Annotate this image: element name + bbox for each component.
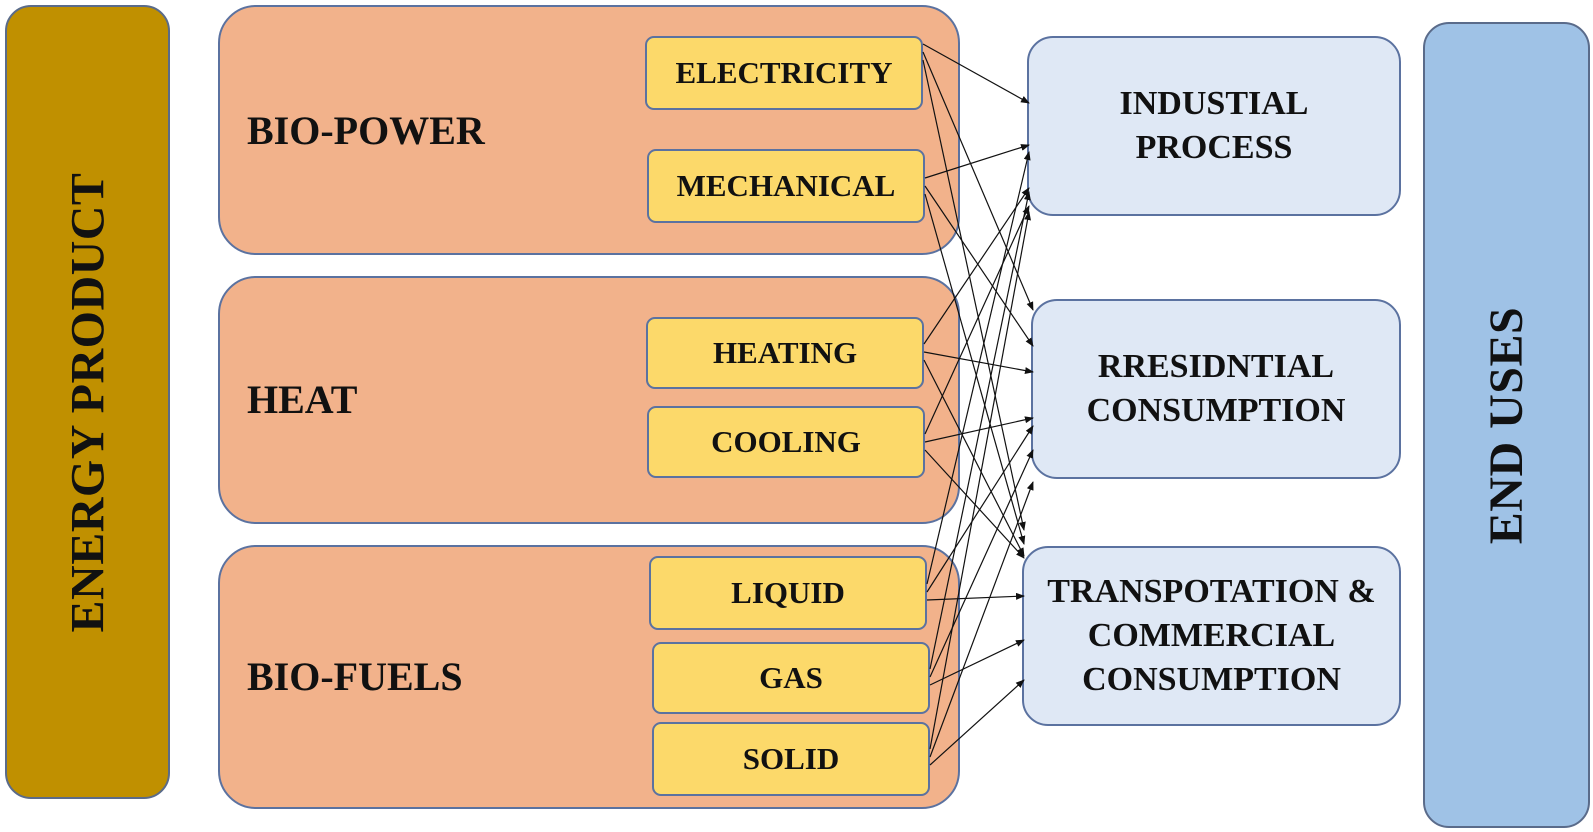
arrow-cooling-to-use-1 [924,205,1030,435]
product-gas: GAS [652,642,930,714]
energy-product-bar: ENERGY PRODUCT [5,5,170,799]
product-mechanical: MECHANICAL [647,149,925,223]
arrow-heating-to-use-1 [923,187,1030,345]
arrow-solid-to-use-2 [929,481,1034,758]
group-title-bio-power: BIO-POWER [247,108,485,153]
arrow-solid-to-use-3 [929,679,1025,766]
end-use-transportation-commercial: TRANSPOTATION & COMMERCIAL CONSUMPTION [1022,546,1401,726]
end-use-transportation-label: TRANSPOTATION & COMMERCIAL CONSUMPTION [1047,573,1376,698]
arrow-electricity-to-use-1 [922,43,1030,104]
group-title-heat: HEAT [247,377,358,422]
arrow-gas-to-use-1 [929,191,1031,670]
arrow-liquid-to-use-2 [926,425,1034,593]
arrow-liquid-to-use-1 [926,151,1031,585]
group-title-bio-fuels: BIO-FUELS [247,654,463,699]
arrow-liquid-to-use-3 [926,592,1025,601]
product-liquid: LIQUID [649,556,927,630]
end-use-residential-consumption: RRESIDNTIAL CONSUMPTION [1031,299,1401,479]
arrow-mechanical-to-use-3 [924,193,1026,545]
arrow-electricity-to-use-2 [922,51,1034,311]
arrow-mechanical-to-use-1 [924,144,1030,179]
product-heating: HEATING [646,317,924,389]
product-cooling: COOLING [647,406,925,478]
product-solid: SOLID [652,722,930,796]
end-use-industrial-label: INDUSTIAL PROCESS [1119,85,1309,166]
end-use-industrial-process: INDUSTIAL PROCESS [1027,36,1401,216]
end-use-residential-label: RRESIDNTIAL CONSUMPTION [1086,348,1346,429]
arrow-solid-to-use-1 [929,211,1031,750]
product-electricity: ELECTRICITY [645,36,923,110]
arrow-cooling-to-use-3 [924,449,1025,559]
arrow-gas-to-use-2 [929,449,1034,678]
arrow-heating-to-use-2 [923,351,1034,374]
arrow-electricity-to-use-3 [922,59,1026,531]
arrow-gas-to-use-3 [929,639,1025,686]
end-uses-bar: END USES [1423,22,1590,828]
arrow-mechanical-to-use-2 [924,185,1034,347]
